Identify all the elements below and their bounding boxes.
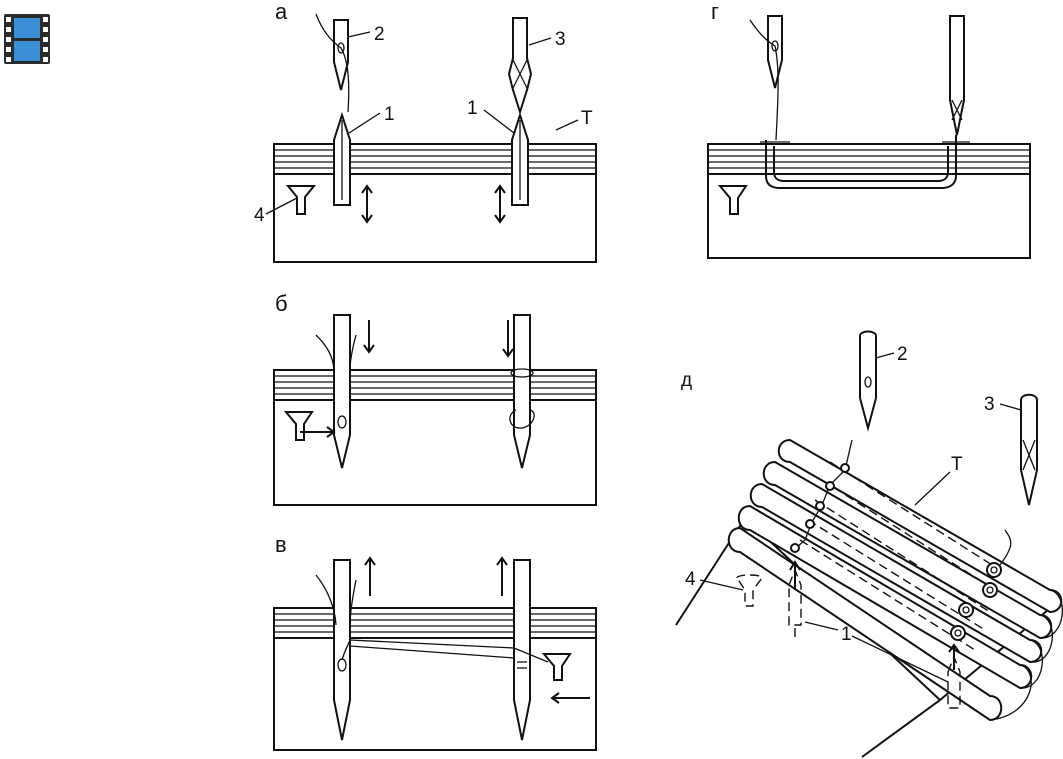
film-strip-icon[interactable] [0, 0, 60, 70]
label-d-t: Т [951, 454, 963, 475]
needle-2 [333, 19, 349, 91]
piercing-awl-left [333, 111, 351, 206]
label-d-1: 1 [841, 624, 852, 645]
label-4: 4 [254, 205, 265, 226]
piercing-awl-right [511, 111, 529, 206]
panel-g-label: г [711, 0, 719, 24]
panel-v: в [273, 532, 597, 751]
label-d-3: 3 [984, 394, 995, 415]
gripper-4 [285, 185, 317, 215]
panel-a: а [254, 0, 597, 263]
panel-a-label: а [275, 0, 288, 24]
label-d-2: 2 [897, 344, 908, 365]
sheet-stack-3d [727, 438, 1063, 722]
panel-b: б [273, 291, 597, 506]
label-d-4: 4 [685, 569, 696, 590]
panel-d: д 2 3 [675, 330, 1063, 758]
label-3: 3 [555, 29, 566, 50]
panel-v-label: в [275, 532, 287, 557]
label-t: Т [581, 108, 593, 129]
needle-3-3d [1020, 393, 1038, 506]
label-1b: 1 [467, 98, 478, 119]
needle-2-3d [859, 330, 877, 432]
label-1: 1 [384, 104, 395, 125]
hook-needle-3 [507, 17, 533, 116]
panel-b-label: б [275, 291, 288, 316]
label-2: 2 [374, 24, 385, 45]
panel-g: г [707, 0, 1031, 259]
panel-d-label: д [681, 370, 692, 391]
